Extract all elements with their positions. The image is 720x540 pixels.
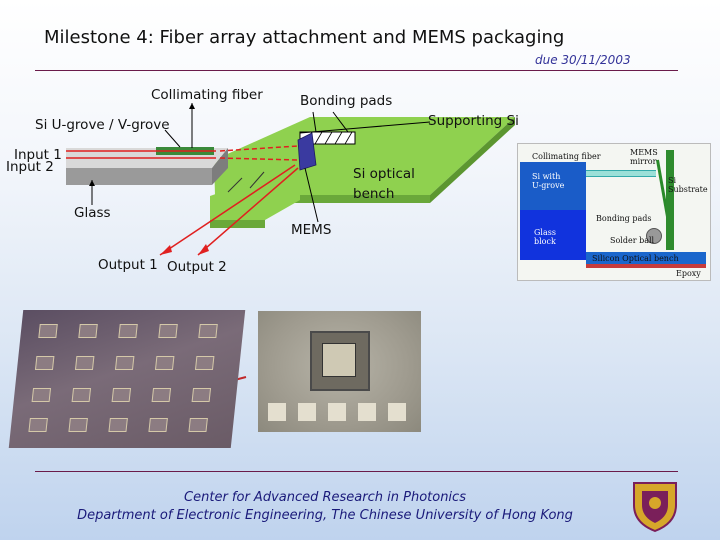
mems-mirror bbox=[297, 132, 317, 171]
bonding-pad-block bbox=[299, 131, 356, 145]
output-2-beam bbox=[197, 167, 299, 256]
glass-block-side bbox=[212, 148, 228, 185]
inset-label-collimating-fiber: Collimating fiber bbox=[532, 152, 601, 161]
footer: Center for Advanced Research in Photonic… bbox=[0, 489, 650, 525]
inset-label-silicon-optical-bench: Silicon Optical bench bbox=[592, 254, 679, 263]
label-si-ugrove: Si U-grove / V-grove bbox=[35, 117, 170, 133]
inset-label-mems-mirror: MEMS mirror bbox=[630, 148, 658, 166]
label-output-1: Output 1 bbox=[98, 257, 158, 273]
output-1-beam bbox=[159, 164, 296, 256]
inset-si-ugrove-block bbox=[520, 162, 586, 210]
due-date: due 30/11/2003 bbox=[535, 53, 631, 67]
inset-optical-bench bbox=[586, 252, 706, 264]
label-supporting-si: Supporting Si bbox=[428, 113, 519, 129]
label-bonding-pads: Bonding pads bbox=[300, 93, 393, 109]
wafer-photo bbox=[8, 310, 246, 448]
footer-line-2: Department of Electronic Engineering, Th… bbox=[77, 508, 573, 523]
si-optical-bench-front bbox=[210, 220, 265, 228]
inset-solder-ball bbox=[646, 228, 662, 244]
inset-label-si-ugrove: Si with U-grove bbox=[532, 172, 565, 190]
pointer-mems bbox=[304, 167, 319, 223]
glass-block-front bbox=[66, 168, 212, 185]
supporting-si-side bbox=[430, 117, 515, 203]
title-divider bbox=[35, 70, 678, 71]
label-mems: MEMS bbox=[291, 222, 332, 238]
footer-divider bbox=[35, 471, 678, 472]
slide-title: Milestone 4: Fiber array attachment and … bbox=[44, 27, 565, 48]
label-input-1: Input 1 bbox=[14, 147, 62, 163]
label-collimating-fiber: Collimating fiber bbox=[151, 87, 263, 103]
beam-2 bbox=[219, 157, 299, 161]
label-si-optical-bench: Si optical bench bbox=[353, 166, 415, 202]
inset-label-glass-block: Glass block bbox=[534, 228, 556, 246]
cross-section-inset: Collimating fiber MEMS mirror Si with U-… bbox=[517, 143, 711, 281]
pointer-supporting-si bbox=[299, 121, 431, 134]
inset-si-substrate bbox=[666, 150, 674, 250]
inset-fiber bbox=[586, 170, 656, 177]
footer-line-1: Center for Advanced Research in Photonic… bbox=[184, 490, 466, 505]
pointer-si-ugrove bbox=[164, 129, 181, 148]
label-input-2: Input 2 bbox=[6, 159, 54, 175]
inset-label-bonding-pads: Bonding pads bbox=[596, 214, 652, 223]
label-output-2: Output 2 bbox=[167, 259, 227, 275]
inset-label-solder-ball: Solder ball bbox=[610, 236, 655, 245]
inset-label-si-substrate: Si Substrate bbox=[668, 176, 708, 194]
inset-epoxy bbox=[586, 264, 706, 268]
inset-glass-block bbox=[520, 210, 586, 260]
beam-1 bbox=[219, 145, 299, 152]
inset-label-epoxy: Epoxy bbox=[676, 269, 701, 278]
pointer-bonding-pads-1 bbox=[312, 111, 317, 133]
label-glass: Glass bbox=[74, 205, 111, 221]
university-emblem bbox=[633, 482, 677, 533]
mems-closeup-photo bbox=[258, 311, 421, 432]
